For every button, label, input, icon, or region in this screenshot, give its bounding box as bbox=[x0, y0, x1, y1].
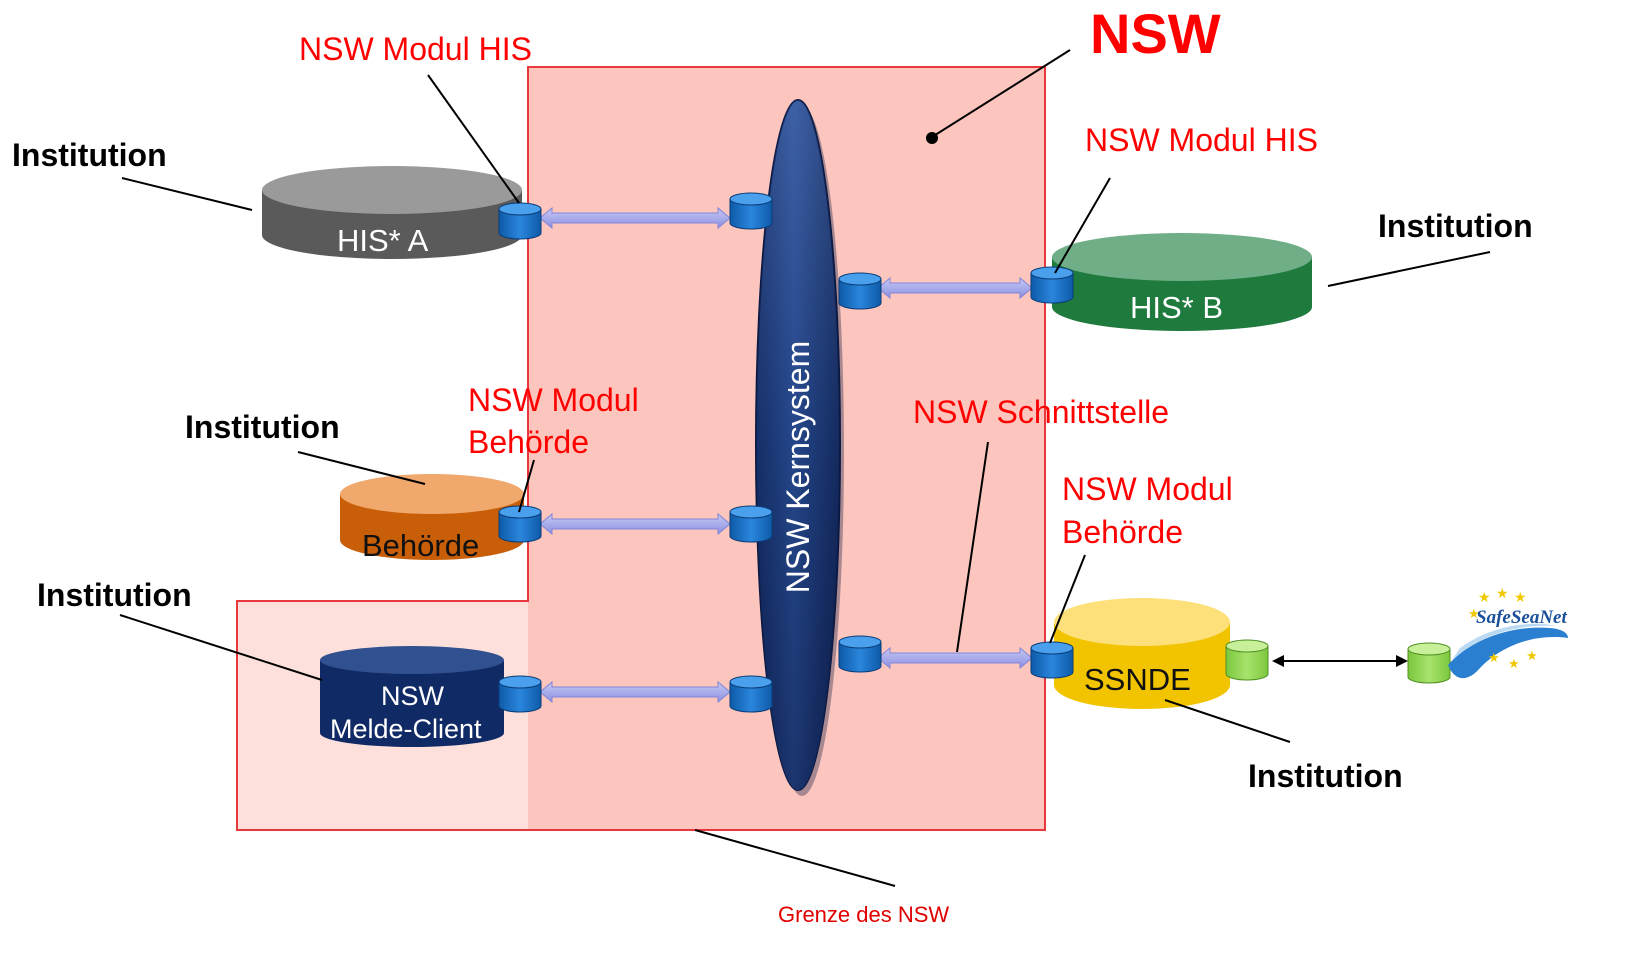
melde-client-label-line2: Melde-Client bbox=[330, 714, 482, 744]
behoerde-label: Behörde bbox=[362, 528, 480, 563]
behoerde-cylinder bbox=[340, 474, 524, 560]
module-behoerde-left-line2: Behörde bbox=[468, 424, 589, 460]
melde-client-label-line1: NSW bbox=[381, 681, 444, 711]
institution-label-his-b: Institution bbox=[1378, 208, 1533, 244]
ssnde-label: SSNDE bbox=[1084, 662, 1191, 697]
module-his-top-left: NSW Modul HIS bbox=[299, 31, 532, 67]
melde-client-cylinder bbox=[320, 646, 504, 747]
his-a-cylinder bbox=[262, 166, 522, 259]
ssnde-cylinder bbox=[1054, 598, 1230, 709]
module-behoerde-right-line2: Behörde bbox=[1062, 514, 1183, 550]
svg-text:★: ★ bbox=[1478, 590, 1491, 606]
boundary-outline bbox=[236, 66, 1046, 831]
module-his-top-right: NSW Modul HIS bbox=[1085, 122, 1318, 158]
svg-text:★: ★ bbox=[1526, 649, 1538, 664]
pointer-lines bbox=[119, 49, 1491, 887]
his-b-cylinder bbox=[1052, 233, 1312, 331]
his-a-label: HIS* A bbox=[337, 223, 429, 258]
module-behoerde-left-line1: NSW Modul bbox=[468, 382, 639, 418]
connectors bbox=[498, 192, 1451, 713]
his-b-label: HIS* B bbox=[1130, 290, 1224, 325]
institution-label-melde-client: Institution bbox=[37, 577, 192, 613]
svg-text:★: ★ bbox=[1496, 586, 1509, 602]
institution-label-ssnde: Institution bbox=[1248, 758, 1403, 794]
svg-text:★: ★ bbox=[1488, 651, 1500, 666]
svg-text:★: ★ bbox=[1468, 607, 1480, 622]
svg-text:★: ★ bbox=[1514, 590, 1527, 606]
nsw-pointer-dot bbox=[926, 132, 938, 144]
institution-label-his-a: Institution bbox=[12, 137, 167, 173]
safeseanet-text: SafeSeaNet bbox=[1476, 607, 1567, 628]
svg-text:★: ★ bbox=[1508, 657, 1520, 672]
core-system-label: NSW Kernsystem bbox=[780, 340, 816, 594]
safeseanet-logo: ★ ★ ★ ★ ★ ★ ★ bbox=[1448, 586, 1568, 679]
connections bbox=[539, 206, 1408, 704]
diagram-title: NSW bbox=[1090, 2, 1221, 65]
boundary-label: Grenze des NSW bbox=[778, 902, 950, 927]
institution-label-behoerde: Institution bbox=[185, 409, 340, 445]
module-behoerde-right-line1: NSW Modul bbox=[1062, 471, 1233, 507]
module-schnittstelle: NSW Schnittstelle bbox=[913, 394, 1170, 430]
core-system bbox=[755, 99, 844, 796]
